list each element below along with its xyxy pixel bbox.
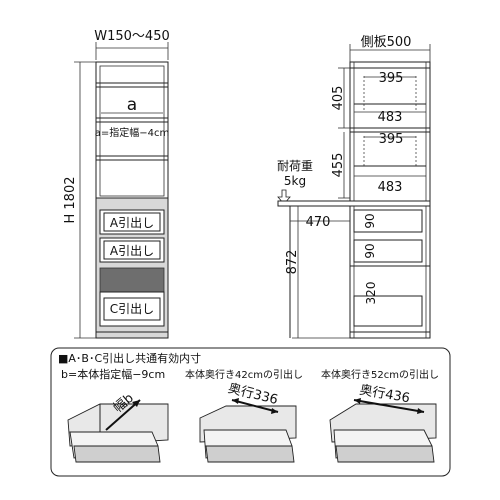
drawer-illustration-width: 幅b bbox=[67, 391, 169, 463]
front-drawer-a-1 bbox=[103, 212, 161, 232]
box-note-52: 本体奥行き52cmの引出し bbox=[321, 368, 439, 381]
side-pullout-shelf bbox=[277, 200, 431, 207]
side-load-label-1: 耐荷重 bbox=[277, 159, 313, 173]
front-drawer-a-2 bbox=[103, 240, 161, 260]
side-dim-483-mid: 483 bbox=[378, 180, 403, 195]
side-dim-455: 455 bbox=[331, 153, 346, 178]
box-heading: ■A･B･C引出し共通有効内寸 bbox=[58, 351, 201, 365]
front-width-note: a=指定幅−4cm bbox=[95, 126, 170, 139]
side-dim-470: 470 bbox=[306, 215, 331, 230]
side-dim-320: 320 bbox=[364, 282, 378, 305]
box-note-42: 本体奥行き42cmの引出し bbox=[185, 368, 303, 381]
side-dim-405: 405 bbox=[331, 86, 346, 111]
box-note-b: b=本体指定幅−9cm bbox=[61, 367, 165, 381]
side-depth-label: 側板500 bbox=[361, 35, 412, 50]
side-dim-483-top: 483 bbox=[378, 110, 403, 125]
side-load-label-2: 5kg bbox=[284, 174, 306, 188]
front-width-label: W150～450 bbox=[94, 29, 169, 44]
side-view: 側板500 395 483 405 395 483 455 耐 bbox=[277, 35, 431, 339]
front-drawer-c-label: C引出し bbox=[110, 302, 154, 316]
front-view: W150～450 H 1802 a a=指定幅−4cm A引出し A引出し C引… bbox=[63, 29, 170, 339]
front-drawer-c bbox=[103, 297, 161, 321]
side-dim-90-b: 90 bbox=[363, 243, 377, 258]
side-dim-395-mid: 395 bbox=[379, 132, 404, 147]
drawer-inner-dimensions-box: ■A･B･C引出し共通有効内寸 b=本体指定幅−9cm 本体奥行き42cmの引出… bbox=[50, 347, 451, 477]
side-cabinet-body bbox=[349, 61, 431, 339]
side-dim-395-top: 395 bbox=[379, 71, 404, 86]
front-drawer-a-1-label: A引出し bbox=[110, 216, 154, 230]
drawer-illustration-depth-336: 奥行336 bbox=[199, 381, 297, 463]
front-drawer-a-2-label: A引出し bbox=[110, 244, 154, 258]
side-dim-872: 872 bbox=[285, 250, 300, 275]
front-height-label: H 1802 bbox=[63, 177, 78, 224]
side-dim-90-a: 90 bbox=[363, 213, 377, 228]
front-letter-a: a bbox=[127, 95, 137, 115]
